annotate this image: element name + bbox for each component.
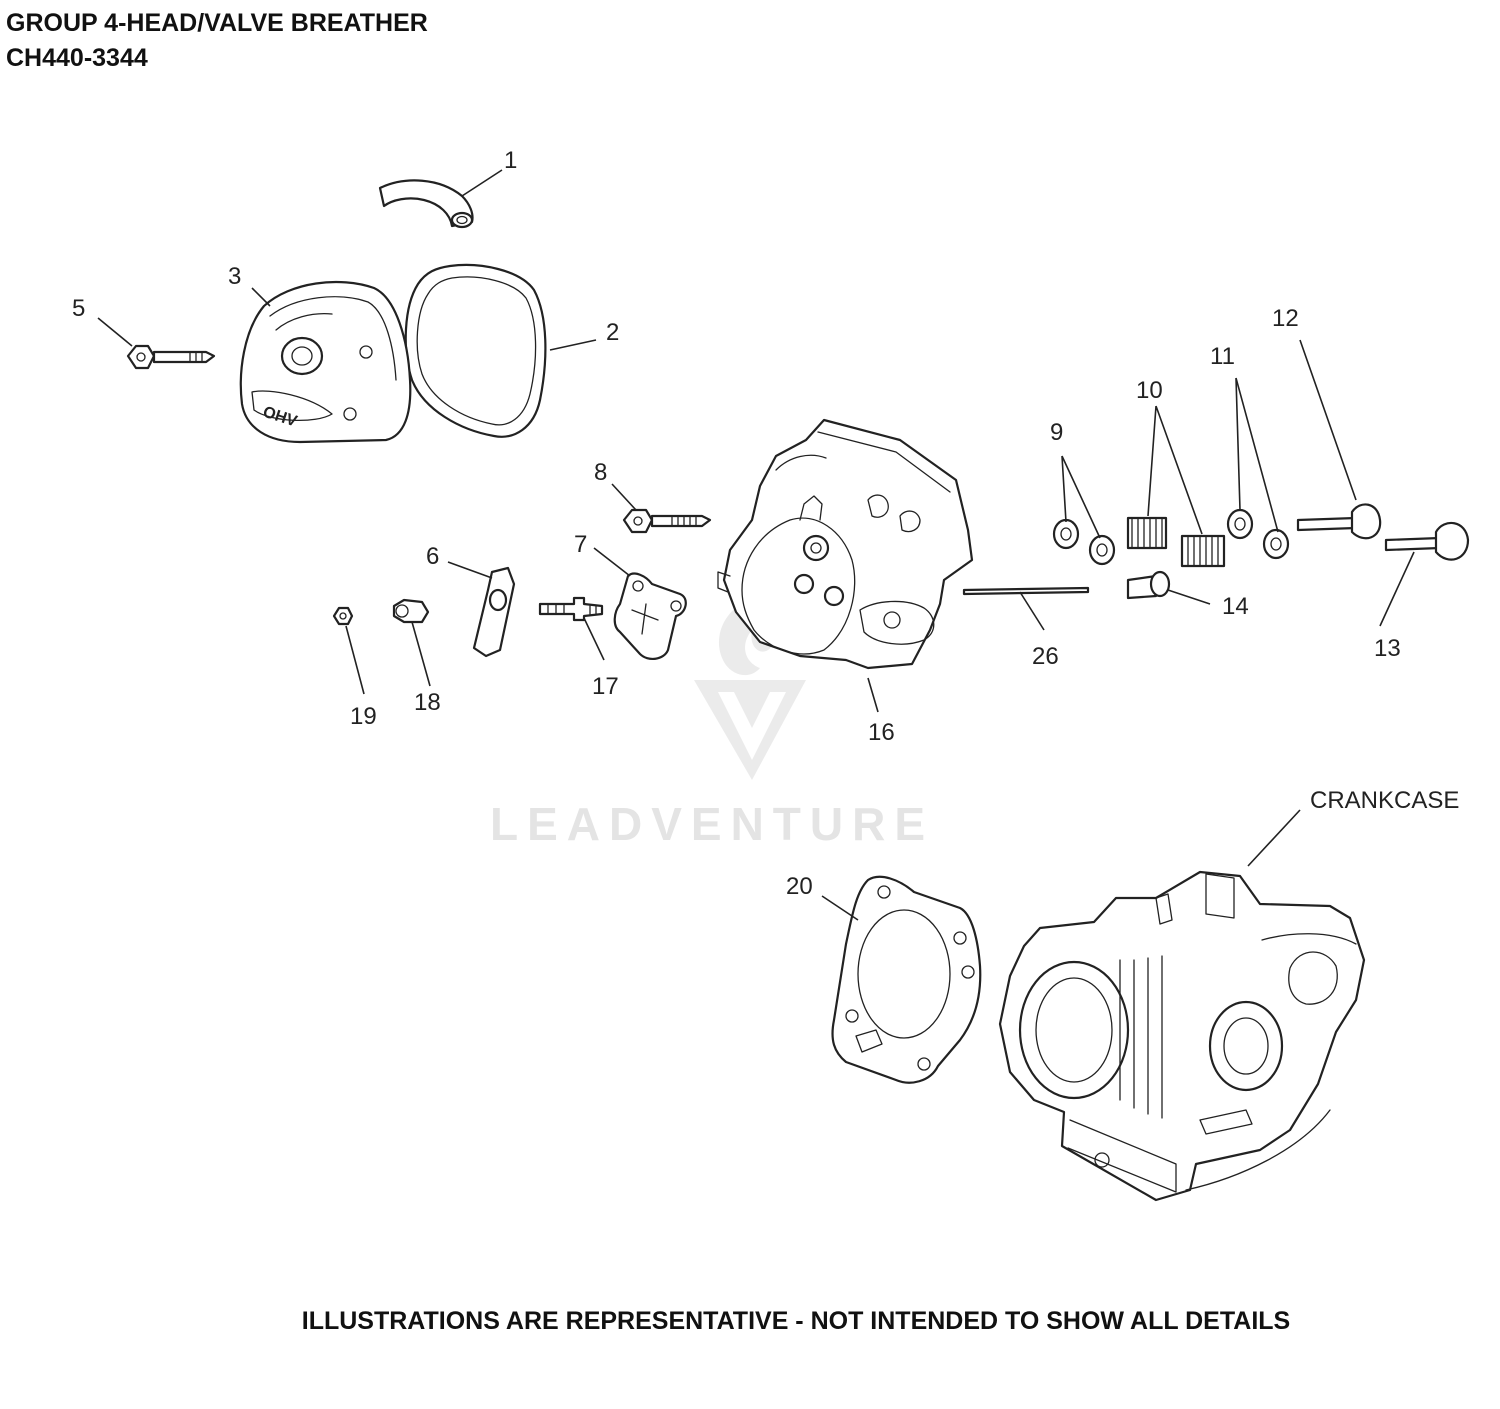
push-rod <box>962 586 1090 596</box>
exhaust-valve <box>1296 503 1382 540</box>
callout-5: 5 <box>72 295 85 322</box>
callout-12: 12 <box>1272 305 1299 332</box>
cylinder-head <box>717 418 974 670</box>
breather-hose <box>378 179 474 229</box>
watermark-text: LEADVENTURE <box>490 798 934 850</box>
rocker-arm-pivot <box>392 598 430 624</box>
valve-stem-seal <box>1126 570 1171 600</box>
callout-7: 7 <box>574 531 587 558</box>
valve-cover: OHV <box>239 280 412 444</box>
callout-13: 13 <box>1374 635 1401 662</box>
callout-26: 26 <box>1032 643 1059 670</box>
callout-2: 2 <box>606 319 619 346</box>
valve-spring-a <box>1126 516 1168 550</box>
valve-cap-a <box>1226 508 1254 540</box>
cylinder-head-bolt <box>622 508 712 534</box>
callout-20: 20 <box>786 873 813 900</box>
callout-14: 14 <box>1222 593 1249 620</box>
watermark-logo: LEADVENTURE <box>490 600 934 850</box>
disclaimer-note: ILLUSTRATIONS ARE REPRESENTATIVE - NOT I… <box>301 1307 1291 1335</box>
cover-bolt <box>126 344 216 370</box>
callout-18: 18 <box>414 689 441 716</box>
crankcase <box>998 870 1366 1202</box>
adjusting-nut <box>332 606 354 626</box>
valve-spring-retainer-a <box>1052 518 1080 550</box>
callout-labels: 1 2 3 5 6 7 8 9 10 11 12 13 14 16 17 18 … <box>72 147 1459 900</box>
valve-spring-b <box>1180 534 1226 568</box>
callout-crankcase: CRANKCASE <box>1310 787 1459 814</box>
model-number: CH440-3344 <box>6 44 148 72</box>
cylinder-head-gasket <box>831 875 982 1084</box>
valve-spring-retainer-b <box>1088 534 1116 566</box>
callout-leaders <box>97 169 1415 921</box>
rocker-arm <box>472 566 516 658</box>
intake-valve <box>1384 522 1470 561</box>
callout-1: 1 <box>504 147 517 174</box>
callout-6: 6 <box>426 543 439 570</box>
callout-19: 19 <box>350 703 377 730</box>
push-rod-guide-plate <box>613 572 687 660</box>
callout-8: 8 <box>594 459 607 486</box>
callout-11: 11 <box>1210 343 1235 370</box>
valve-cover-gasket <box>404 263 547 438</box>
callout-10: 10 <box>1136 377 1163 404</box>
rocker-arm-stud <box>538 596 604 622</box>
valve-cap-b <box>1262 528 1290 560</box>
callout-17: 17 <box>592 673 619 700</box>
callout-16: 16 <box>868 719 895 746</box>
callout-9: 9 <box>1050 419 1063 446</box>
callout-3: 3 <box>228 263 241 290</box>
diagram-title: GROUP 4-HEAD/VALVE BREATHER <box>6 9 428 37</box>
